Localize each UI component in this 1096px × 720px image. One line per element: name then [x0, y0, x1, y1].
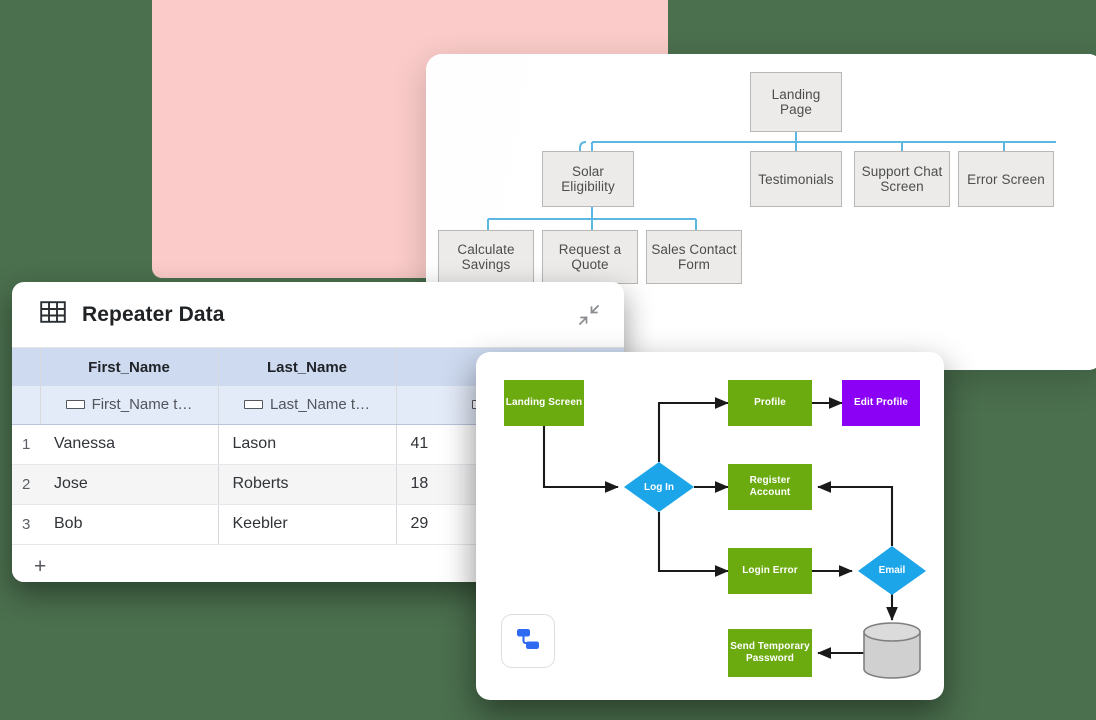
flow-node-label: Send Temporary Password — [730, 641, 810, 664]
sitemap-node-testimonials[interactable]: Testimonials — [750, 151, 842, 207]
sitemap-node-label: Landing Page — [771, 87, 821, 117]
column-header-first-name[interactable]: First_Name — [40, 348, 219, 386]
flow-node-label: Profile — [754, 397, 786, 408]
sitemap-node-sales-contact-form[interactable]: Sales Contact Form — [646, 230, 742, 284]
column-header-index — [12, 348, 41, 386]
cell-first-name[interactable]: Bob — [40, 504, 219, 545]
sitemap-node-label: Error Screen — [967, 171, 1045, 187]
sitemap-node-solar-eligibility[interactable]: Solar Eligibility — [542, 151, 634, 207]
flow-node-email-shape — [858, 546, 926, 595]
sitemap-node-request-a-quote[interactable]: Request a Quote — [542, 230, 638, 284]
sitemap-node-label: Calculate Savings — [457, 242, 515, 272]
flow-node-profile[interactable]: Profile — [728, 380, 812, 426]
flow-node-login-error[interactable]: Login Error — [728, 548, 812, 594]
row-index: 3 — [12, 504, 40, 545]
sitemap-node-label: Testimonials — [758, 171, 834, 187]
flow-node-register-account[interactable]: Register Account — [728, 464, 812, 510]
cell-last-name[interactable]: Keebler — [218, 504, 397, 545]
table-grid-icon — [40, 300, 66, 329]
sitemap-node-label: Support Chat Screen — [861, 164, 943, 194]
flow-node-label: Edit Profile — [854, 397, 908, 408]
sitemap-node-support-chat-screen[interactable]: Support Chat Screen — [854, 151, 950, 207]
flow-node-landing-screen[interactable]: Landing Screen — [504, 380, 584, 426]
flowchart-tool-button[interactable] — [501, 614, 555, 668]
plus-icon: + — [34, 554, 47, 578]
text-input-icon — [243, 400, 263, 410]
sitemap-node-error-screen[interactable]: Error Screen — [958, 151, 1054, 207]
page-title: Repeater Data — [82, 302, 225, 326]
flow-node-database-shape — [863, 622, 921, 679]
cell-first-name[interactable]: Vanessa — [40, 424, 219, 465]
sitemap-node-label: Request a Quote — [558, 242, 622, 272]
sitemap-node-label: Sales Contact Form — [651, 242, 737, 272]
flow-node-label: Register Account — [749, 475, 791, 498]
flow-node-log-in-shape — [624, 462, 694, 512]
subheader-label: Last_Name t… — [269, 396, 371, 414]
cell-last-name[interactable]: Lason — [218, 424, 397, 465]
sitemap-node-label: Solar Eligibility — [561, 164, 615, 194]
flow-node-label: Login Error — [742, 565, 798, 576]
flow-node-send-temporary-password[interactable]: Send Temporary Password — [728, 629, 812, 677]
subheader-first-name[interactable]: First_Name t… — [40, 386, 219, 425]
flow-node-label: Landing Screen — [505, 397, 583, 408]
subheader-label: First_Name t… — [91, 396, 193, 414]
sitemap-node-calculate-savings[interactable]: Calculate Savings — [438, 230, 534, 284]
row-index: 2 — [12, 464, 40, 505]
subheader-last-name[interactable]: Last_Name t… — [218, 386, 397, 425]
repeater-panel-header: Repeater Data — [12, 282, 624, 348]
flowchart-panel[interactable]: Landing Screen Profile Edit Profile Regi… — [476, 352, 944, 700]
subheader-index-cell — [12, 386, 41, 425]
flow-node-edit-profile[interactable]: Edit Profile — [842, 380, 920, 426]
row-index: 1 — [12, 424, 40, 465]
text-input-icon — [65, 400, 85, 410]
cell-first-name[interactable]: Jose — [40, 464, 219, 505]
flowchart-tool-icon — [513, 624, 543, 659]
sitemap-node-landing-page[interactable]: Landing Page — [750, 72, 842, 132]
flowchart-edges — [542, 397, 926, 679]
sitemap-panel[interactable]: Landing Page Solar Eligibility Testimoni… — [426, 54, 1096, 370]
collapse-icon[interactable] — [576, 302, 602, 328]
column-header-last-name[interactable]: Last_Name — [218, 348, 397, 386]
sitemap-connectors — [487, 132, 1056, 230]
cell-last-name[interactable]: Roberts — [218, 464, 397, 505]
